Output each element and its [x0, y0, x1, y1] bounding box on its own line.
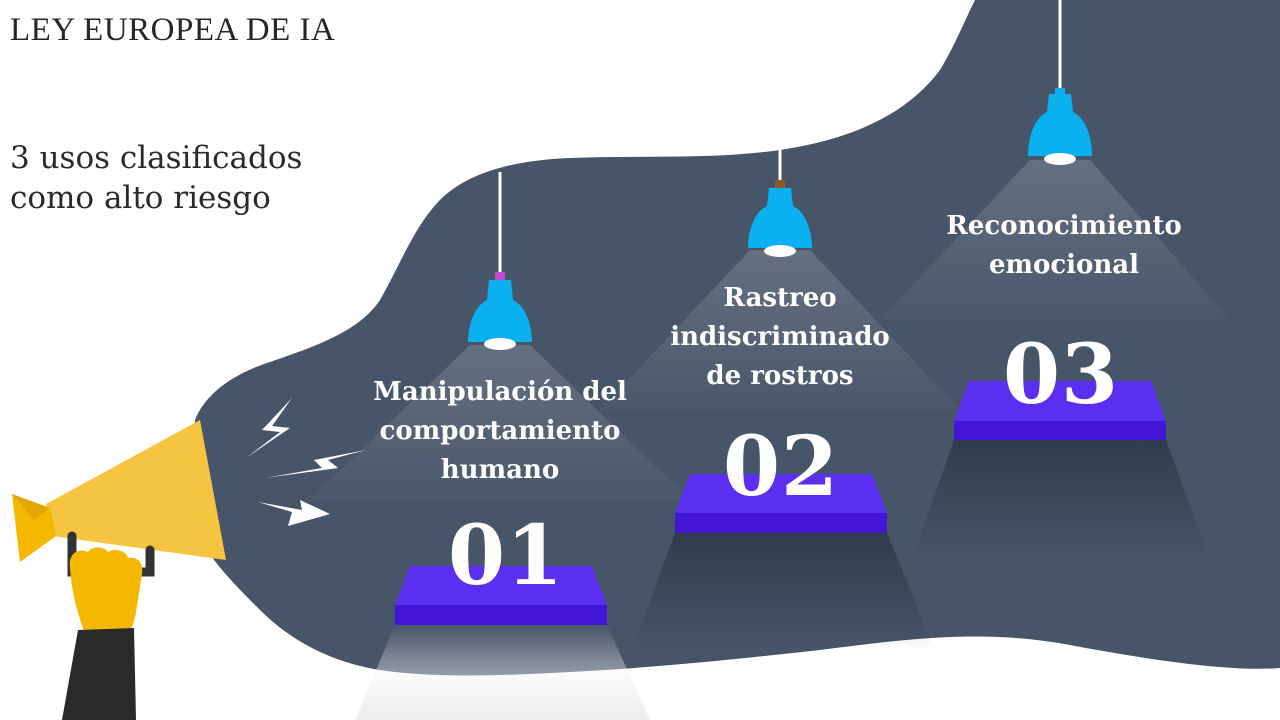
light-beam-1: [310, 345, 690, 500]
pedestal-shadow-2: [632, 533, 935, 650]
item-label-1: Manipulación del comportamiento humano: [373, 377, 627, 485]
lamp-icon: [468, 272, 532, 350]
item-label-3: Reconocimiento emocional: [946, 211, 1182, 280]
item-number-3: 03: [1002, 327, 1120, 423]
pedestal-1: [395, 566, 607, 625]
lightning-icon: [246, 398, 366, 526]
light-beam-2: [600, 250, 960, 410]
lamp-icon: [1028, 88, 1092, 165]
hand-icon: [62, 547, 143, 720]
item-number-2: 02: [722, 419, 840, 515]
pedestal-3: [954, 381, 1166, 440]
item-number-1: 01: [447, 508, 565, 604]
pedestal-shadow-3: [912, 440, 1210, 560]
page-title: LEY EUROPEA DE IA: [10, 12, 336, 48]
page-subtitle: 3 usos clasificados como alto riesgo: [10, 140, 303, 216]
item-label-2: Rastreo indiscriminado de rostros: [670, 283, 890, 391]
pedestal-2: [675, 474, 887, 533]
pedestal-shadow-1: [355, 625, 650, 720]
light-beam-3: [880, 160, 1230, 320]
megaphone-icon: [12, 420, 226, 577]
lamp-icon: [748, 180, 812, 257]
